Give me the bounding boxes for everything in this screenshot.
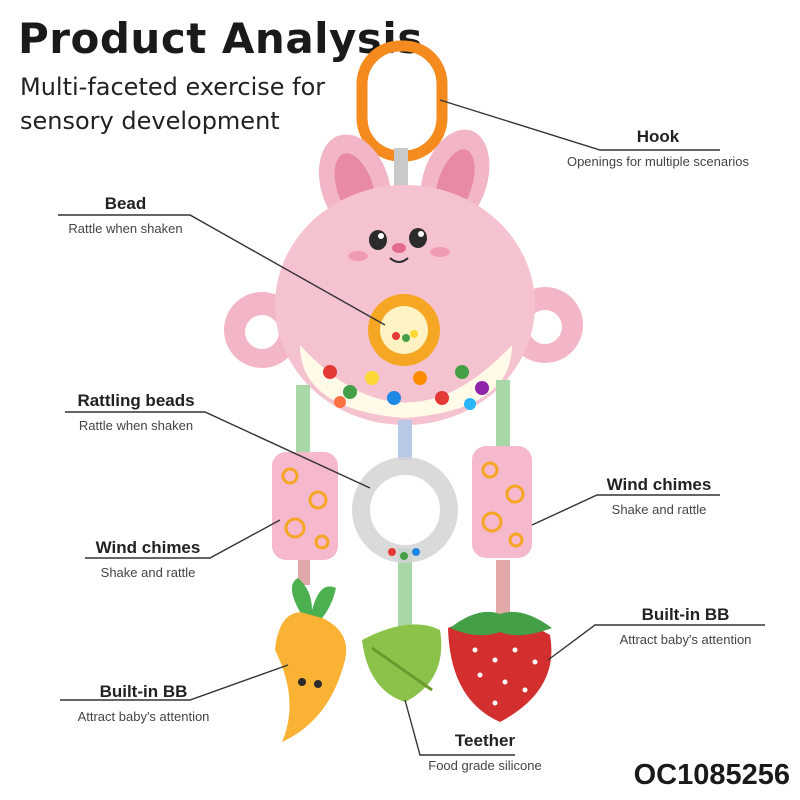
builtin-bb-right-callout: Built-in BB Attract baby's attention [598, 605, 773, 647]
strawberry [448, 618, 552, 722]
polka-dot-base [300, 345, 512, 418]
product-code: OC1085256 [633, 759, 790, 791]
teether-callout: Teether Food grade silicone [410, 731, 560, 773]
rattling-beads-callout: Rattling beads Rattle when shaken [65, 391, 207, 433]
wind-chimes-left-callout: Wind chimes Shake and rattle [84, 538, 212, 580]
wind-chimes-left-label: Wind chimes [95, 538, 201, 557]
builtin-bb-right-label: Built-in BB [641, 605, 730, 624]
wind-chimes-right-description: Shake and rattle [611, 502, 707, 517]
page-title: Product Analysis [18, 14, 423, 63]
bead-label: Bead [104, 194, 147, 213]
hook-ribbon [394, 148, 408, 188]
ribbons [296, 380, 510, 628]
rattle-ring [352, 457, 458, 563]
leaf-teether [362, 624, 442, 702]
teether-description: Food grade silicone [428, 758, 542, 773]
hook-callout: Hook Openings for multiple scenarios [543, 127, 773, 169]
wind-chimes-left-description: Shake and rattle [100, 565, 196, 580]
rattling-beads-label: Rattling beads [77, 391, 195, 410]
bead-description: Rattle when shaken [68, 221, 183, 236]
builtin-bb-left-label: Built-in BB [99, 682, 188, 701]
callout-lines [58, 99, 765, 756]
wind-chimes-right-label: Wind chimes [606, 475, 712, 494]
wind-chimes-right-callout: Wind chimes Shake and rattle [598, 475, 720, 517]
builtin-bb-left-callout: Built-in BB Attract baby's attention [56, 682, 231, 724]
hook-ring [356, 40, 448, 162]
builtin-bb-left-description: Attract baby's attention [77, 709, 210, 724]
teether-label: Teether [454, 731, 516, 750]
builtin-bb-right-description: Attract baby's attention [619, 632, 752, 647]
page-subtitle: Multi-faceted exercise for sensory devel… [20, 73, 326, 135]
bead-callout: Bead Rattle when shaken [58, 194, 193, 236]
hook-description: Openings for multiple scenarios [566, 154, 750, 169]
rattling-beads-description: Rattle when shaken [78, 418, 194, 433]
polka-dots [323, 365, 489, 410]
carrot [275, 612, 347, 742]
hook-label: Hook [636, 127, 680, 146]
